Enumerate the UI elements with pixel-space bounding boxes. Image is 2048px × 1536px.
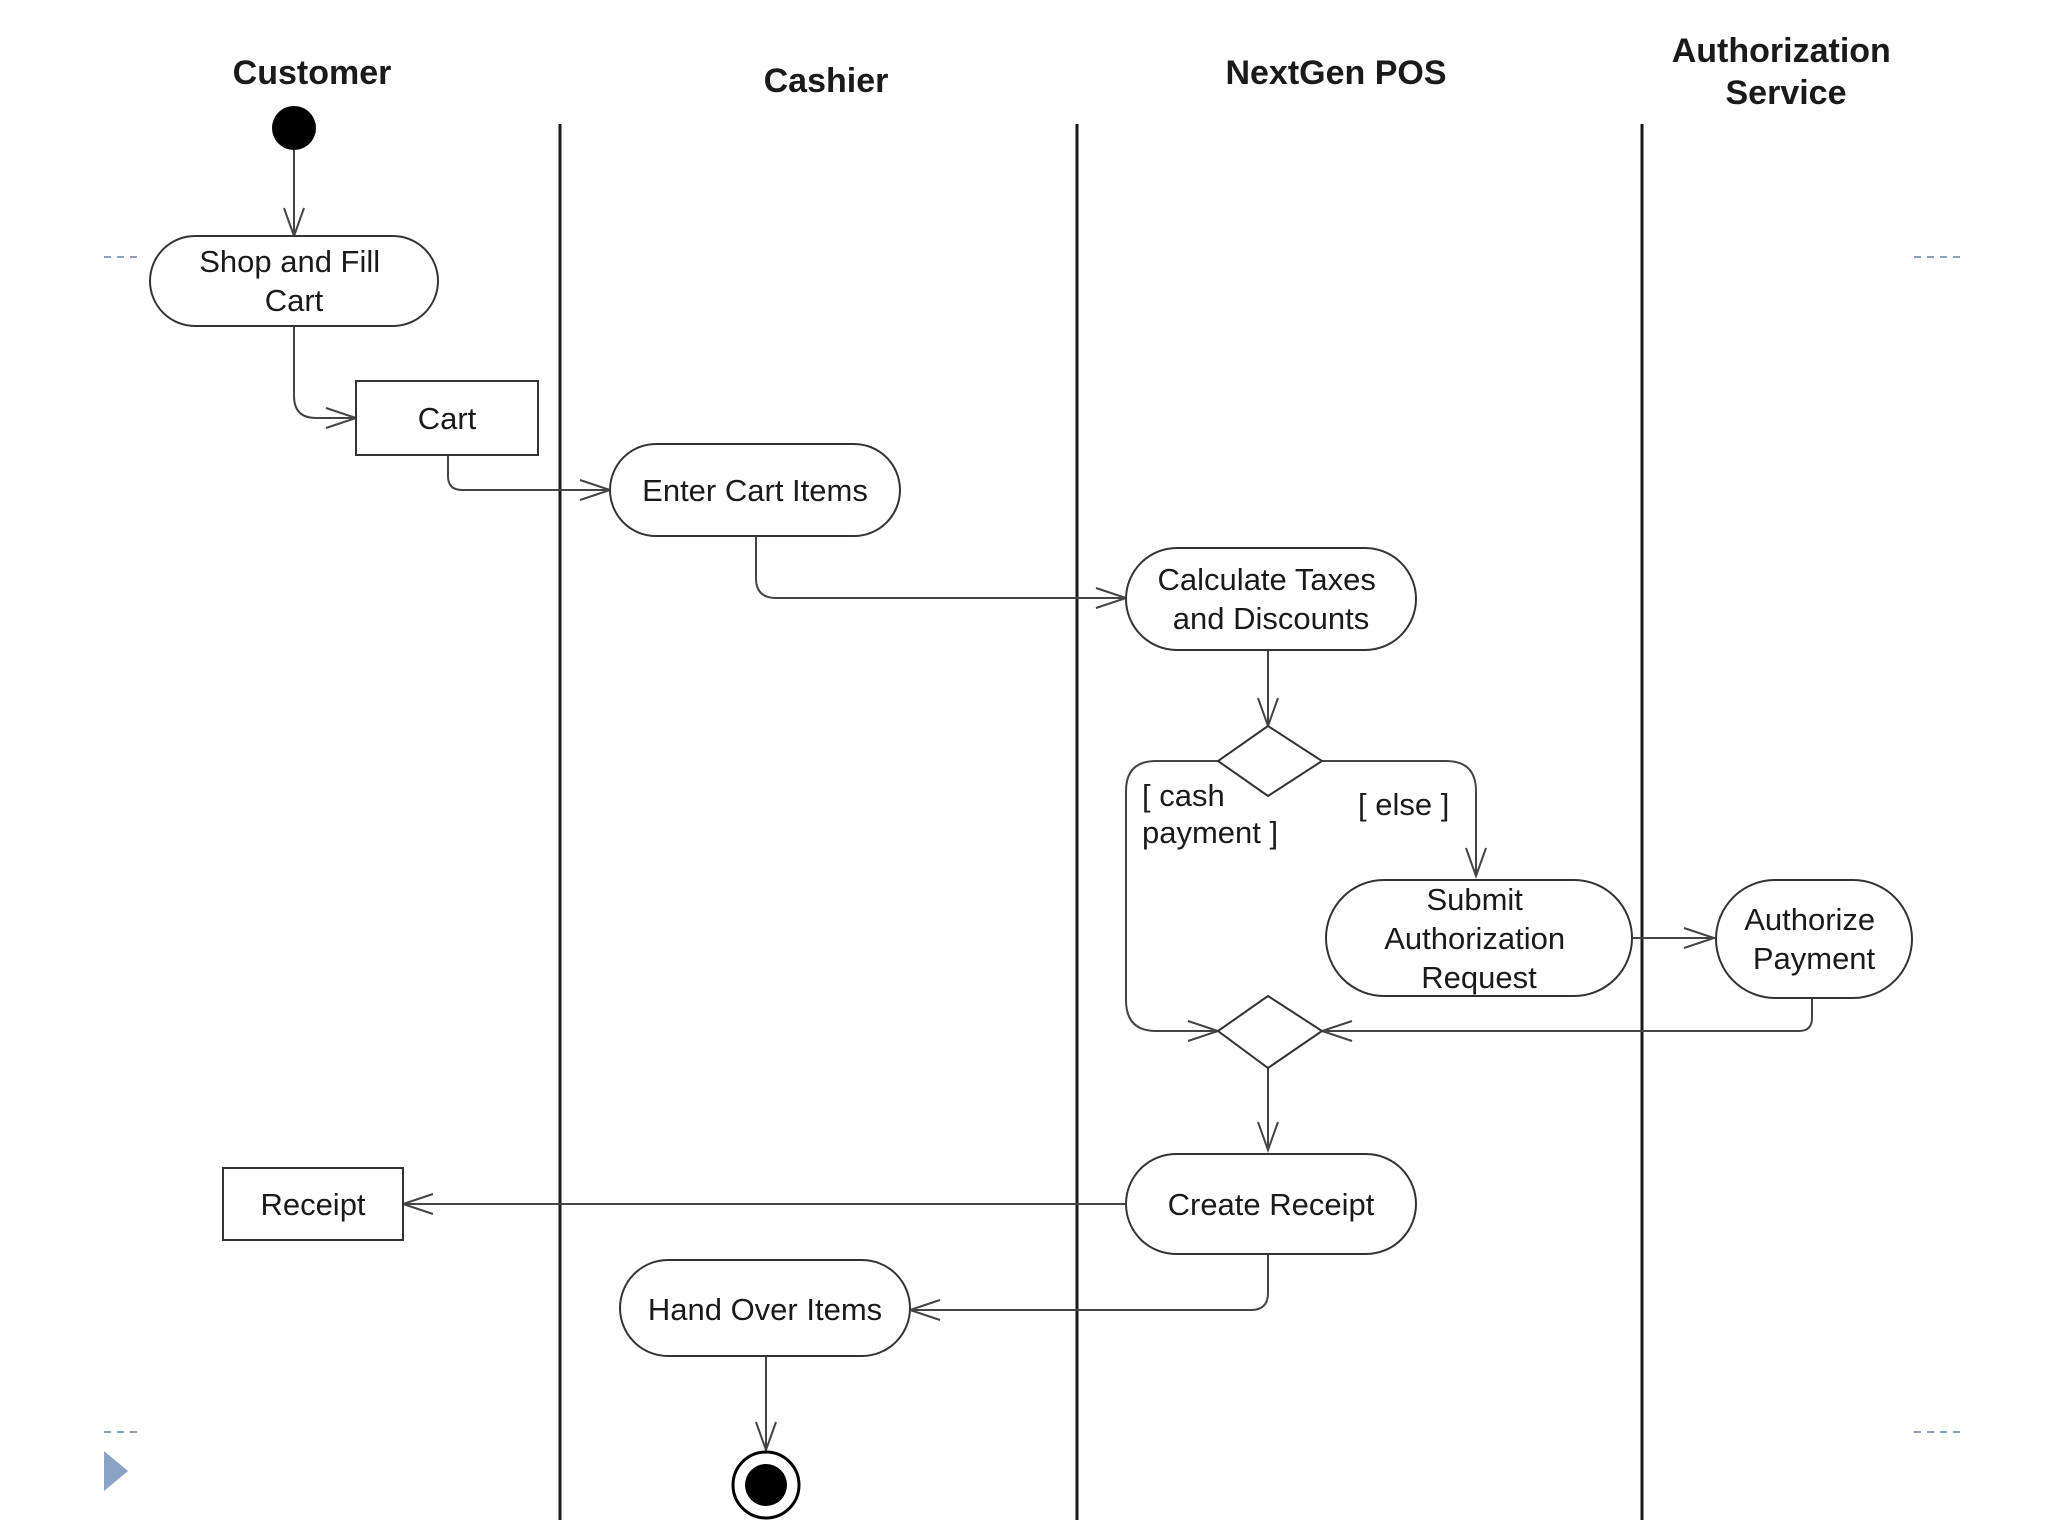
action-label: Submit Authorization Request [1384,882,1574,995]
guard-else: [ else ] [1358,787,1449,822]
lane-title-authorization-service: Authorization Service [1672,32,1901,112]
initial-node [272,106,316,150]
action-label: Calculate Taxes and Discounts [1158,562,1385,636]
action-authorize-payment: Authorize Payment [1715,879,1913,999]
flow-create-receipt-to-hand-over [910,1254,1269,1311]
action-enter-cart-items: Enter Cart Items [609,443,901,537]
decision-node [1216,724,1324,798]
arrowhead [1683,927,1718,949]
action-label: Authorize Payment [1744,902,1884,976]
guard-cash-payment: [ cash payment ] [1142,778,1278,850]
lane-title-customer: Customer [233,54,392,92]
control-flows [293,150,1813,1450]
arrowhead [1257,1121,1279,1153]
arrowhead [755,1421,777,1453]
final-node [731,1450,801,1520]
action-label: Shop and Fill Cart [199,244,389,318]
object-label: Receipt [260,1187,365,1222]
object-receipt: Receipt [222,1167,404,1241]
action-shop-and-fill-cart: Shop and Fill Cart [149,235,439,327]
action-calculate-taxes-and-discounts: Calculate Taxes and Discounts [1125,547,1417,651]
flow-authorize-to-merge [1322,998,1813,1032]
lane-title-cashier: Cashier [764,62,889,100]
action-hand-over-items: Hand Over Items [619,1259,911,1357]
action-label: Enter Cart Items [642,473,868,508]
flow-decision-cash-to-merge [1125,760,1218,1032]
object-cart: Cart [355,380,539,456]
action-submit-authorization-request: Submit Authorization Request [1325,879,1633,997]
arrowhead [1465,847,1487,879]
flow-decision-else-to-submit [1322,760,1477,876]
flow-shop-to-cart [293,326,356,419]
merge-node [1216,994,1324,1070]
action-create-receipt: Create Receipt [1125,1153,1417,1255]
flow-enter-items-to-calculate [755,536,1126,599]
next-slide-icon[interactable] [104,1451,128,1491]
flow-cart-to-enter-items [447,455,610,491]
action-label: Hand Over Items [648,1292,882,1327]
lane-title-nextgen-pos: NextGen POS [1225,54,1446,92]
action-label: Create Receipt [1168,1187,1375,1222]
object-label: Cart [418,401,477,436]
